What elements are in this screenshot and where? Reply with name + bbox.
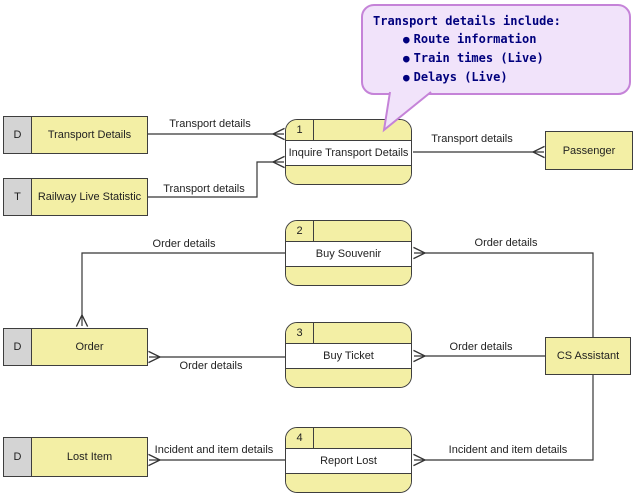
datastore-label: Lost Item: [66, 451, 113, 463]
process-label: Inquire Transport Details: [286, 141, 411, 166]
process-footer-band: [286, 474, 411, 492]
flow-label[interactable]: Transport details: [163, 183, 245, 195]
flow-label[interactable]: Incident and item details: [154, 444, 274, 456]
datastore-transport-details[interactable]: D Transport Details: [3, 116, 148, 154]
datastore-label: Railway Live Statistic: [37, 191, 142, 203]
datastore-label: Transport Details: [47, 129, 132, 141]
datastore-lost-item[interactable]: D Lost Item: [3, 437, 148, 477]
flow-label[interactable]: Incident and item details: [448, 444, 568, 456]
process-footer-band: [286, 369, 411, 387]
entity-cs-assistant[interactable]: CS Assistant: [545, 337, 631, 375]
callout-note[interactable]: Transport details include: ●Route inform…: [361, 4, 631, 95]
flow-line-buy-souvenir-to-order[interactable]: [82, 252, 285, 326]
callout-bullet-item: ●Route information: [403, 32, 537, 46]
process-footer-band: [286, 267, 411, 285]
datastore-key: T: [4, 179, 32, 215]
process-number: 2: [286, 221, 314, 241]
entity-passenger[interactable]: Passenger: [545, 131, 633, 170]
datastore-key: D: [4, 117, 32, 153]
entity-label: CS Assistant: [556, 350, 620, 362]
datastore-key: D: [4, 438, 32, 476]
flow-label[interactable]: Transport details: [169, 118, 251, 130]
flow-label[interactable]: Order details: [474, 237, 538, 249]
flow-label[interactable]: Transport details: [431, 133, 513, 145]
process-buy-ticket[interactable]: 3 Buy Ticket: [285, 322, 412, 388]
flow-label[interactable]: Order details: [179, 360, 243, 372]
bullet-icon: ●: [403, 52, 410, 65]
process-footer-band: [286, 166, 411, 184]
datastore-key: D: [4, 329, 32, 365]
datastore-order[interactable]: D Order: [3, 328, 148, 366]
process-label: Buy Ticket: [286, 344, 411, 369]
flow-line-railway-live-statistic-to-inquire[interactable]: [148, 162, 284, 198]
process-report-lost[interactable]: 4 Report Lost: [285, 427, 412, 493]
process-label: Buy Souvenir: [286, 242, 411, 267]
process-number: 4: [286, 428, 314, 448]
flow-line-cs-assistant-to-buy-souvenir[interactable]: [414, 253, 594, 337]
process-buy-souvenir[interactable]: 2 Buy Souvenir: [285, 220, 412, 286]
entity-label: Passenger: [562, 144, 616, 157]
process-inquire-transport-details[interactable]: 1 Inquire Transport Details: [285, 119, 412, 185]
flow-line-cs-assistant-to-report-lost[interactable]: [414, 375, 594, 460]
callout-bullet-item: ●Delays (Live): [403, 70, 508, 84]
bullet-icon: ●: [403, 33, 410, 46]
process-number: 3: [286, 323, 314, 343]
process-number: 1: [286, 120, 314, 140]
callout-title: Transport details include:: [373, 14, 561, 28]
datastore-label: Order: [75, 341, 104, 353]
bullet-icon: ●: [403, 71, 410, 84]
datastore-railway-live-statistic[interactable]: T Railway Live Statistic: [3, 178, 148, 216]
flow-label[interactable]: Order details: [152, 238, 216, 250]
process-label: Report Lost: [286, 449, 411, 474]
flow-label[interactable]: Order details: [449, 341, 513, 353]
callout-bullet-item: ●Train times (Live): [403, 51, 544, 65]
